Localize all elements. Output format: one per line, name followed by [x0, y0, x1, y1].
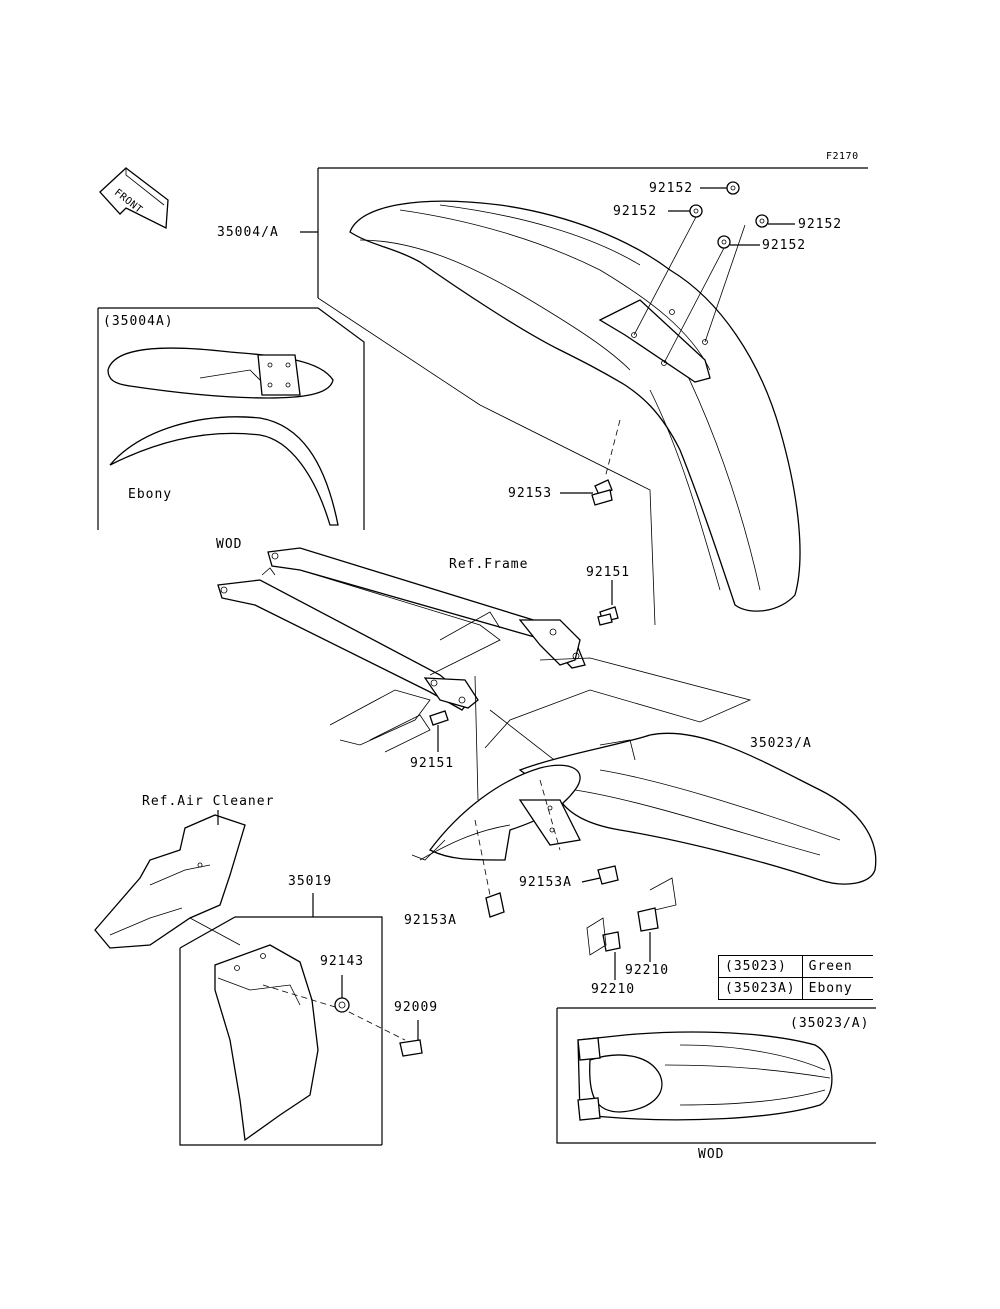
collar-icon	[334, 997, 350, 1013]
mudflap-box-frame	[179, 916, 383, 1146]
label-wod-top: WOD	[216, 537, 243, 552]
label-ref-frame: Ref.Frame	[449, 557, 529, 572]
front-fender-drawing	[349, 200, 801, 612]
label-bolt-92151-top: 92151	[586, 565, 631, 580]
color-variant-table: (35023) Green (35023A) Ebony	[718, 955, 873, 1000]
screw-icon	[399, 1039, 423, 1057]
label-washer-92152-d: 92152	[762, 238, 807, 253]
label-rear-fender-assy: 35023/A	[750, 736, 812, 751]
label-wod-bottom: WOD	[698, 1147, 725, 1162]
table-cell-part: (35023A)	[718, 977, 803, 1000]
label-variant-box-title: (35004A)	[103, 314, 174, 329]
label-variant-color: Ebony	[128, 487, 173, 502]
bolt-icon	[429, 606, 619, 726]
label-bolt-92153: 92153	[508, 486, 553, 501]
front-direction-arrow-icon	[99, 167, 169, 230]
variant-front-fender-drawing	[107, 347, 339, 526]
label-front-fender-assy: 35004/A	[217, 225, 279, 240]
label-ref-air-cleaner: Ref.Air Cleaner	[142, 794, 275, 809]
label-washer-92152-c: 92152	[798, 217, 843, 232]
bolt-icon	[485, 865, 619, 918]
air-cleaner-drawing	[94, 814, 246, 949]
bolt-icon	[591, 479, 613, 506]
variant-box-frame	[97, 307, 365, 530]
subframe-drawing	[217, 547, 586, 753]
label-clip-92210-right: 92210	[625, 963, 670, 978]
mud-flap-drawing	[214, 944, 319, 1142]
label-collar-92143: 92143	[320, 954, 365, 969]
figure-code: F2170	[826, 151, 859, 162]
rear-variant-fender-drawing	[577, 1031, 833, 1121]
label-washer-92152-a: 92152	[649, 181, 694, 196]
label-clip-92210-left: 92210	[591, 982, 636, 997]
table-row: (35023A) Ebony	[718, 977, 873, 1000]
rear-variant-box-frame	[556, 1007, 876, 1144]
label-washer-92152-b: 92152	[613, 204, 658, 219]
rear-fender-drawing	[411, 732, 877, 885]
label-bolt-92153a-right: 92153A	[519, 875, 572, 890]
washer-icon	[689, 181, 769, 249]
table-row: (35023) Green	[718, 955, 873, 978]
table-cell-color: Green	[801, 955, 873, 978]
table-cell-color: Ebony	[801, 977, 873, 1000]
label-mud-flap: 35019	[288, 874, 333, 889]
label-screw-92009: 92009	[394, 1000, 439, 1015]
label-bolt-92151-mid: 92151	[410, 756, 455, 771]
label-rear-variant-title: (35023/A)	[790, 1016, 870, 1031]
label-bolt-92153a-left: 92153A	[404, 913, 457, 928]
table-cell-part: (35023)	[718, 955, 803, 978]
